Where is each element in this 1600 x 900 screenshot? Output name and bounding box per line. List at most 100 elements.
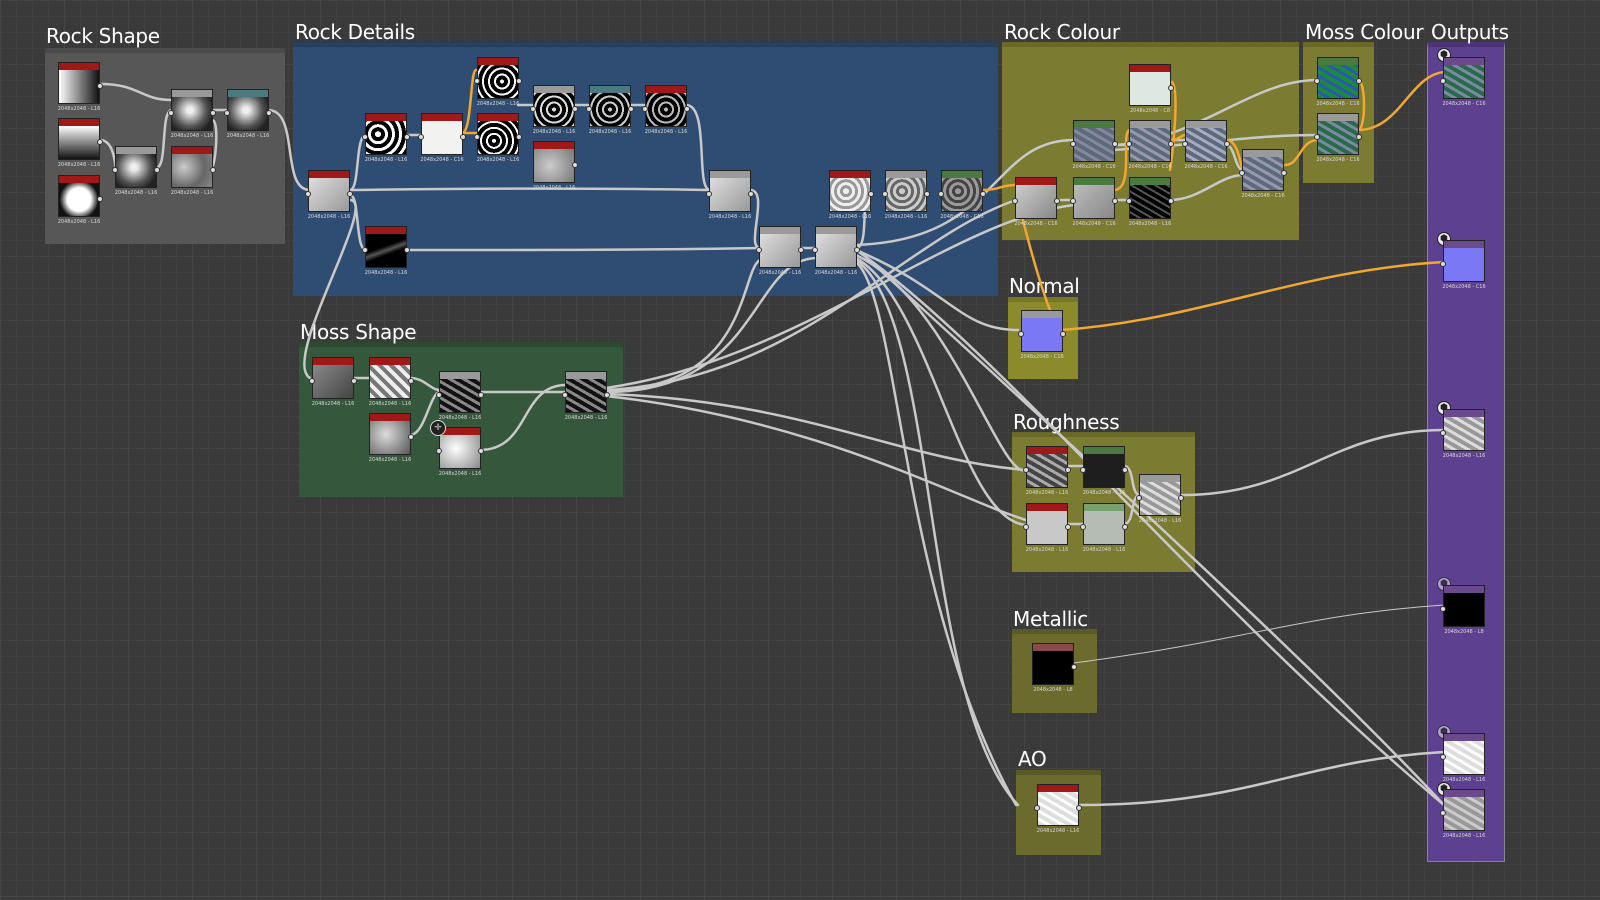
- node-caption: 2048x2048 - L16: [1442, 833, 1486, 839]
- node-r1[interactable]: 2048x2048 - L16: [1023, 446, 1071, 496]
- node-caption: 2048x2048 - L16: [226, 133, 270, 139]
- node-rs4[interactable]: 2048x2048 - L16: [112, 146, 160, 196]
- node-rd5[interactable]: 2048x2048 - L16: [474, 57, 522, 107]
- pin-tool-icon[interactable]: ✛: [430, 420, 446, 436]
- node-ms4[interactable]: 2048x2048 - L16: [436, 371, 484, 421]
- node-rs5[interactable]: 2048x2048 - L16: [168, 89, 216, 139]
- node-caption: 2048x2048 - L8: [1033, 687, 1073, 693]
- node-caption: 2048x2048 - L16: [588, 129, 632, 135]
- node-rc3[interactable]: 2048x2048 - C16: [1126, 120, 1174, 170]
- node-o1[interactable]: 2048x2048 - C16: [1440, 57, 1486, 107]
- node-rd6[interactable]: 2048x2048 - L16: [474, 113, 522, 163]
- node-caption: 2048x2048 - L16: [708, 214, 752, 220]
- node-rd2[interactable]: 2048x2048 - L16: [362, 113, 410, 163]
- node-caption: 2048x2048 - C16: [940, 214, 984, 220]
- node-rc8[interactable]: 2048x2048 - L16: [1126, 177, 1174, 227]
- node-caption: 2048x2048 - C8: [1129, 108, 1171, 114]
- node-rc1[interactable]: 2048x2048 - C8: [1129, 64, 1174, 114]
- node-rs6[interactable]: 2048x2048 - L16: [171, 146, 216, 196]
- node-rd11[interactable]: 2048x2048 - L16: [706, 170, 754, 220]
- node-rd12[interactable]: 2048x2048 - L16: [756, 226, 804, 276]
- node-o5[interactable]: 2048x2048 - L16: [1440, 733, 1485, 783]
- node-caption: 2048x2048 - L16: [476, 101, 520, 107]
- node-caption: 2048x2048 - L16: [1128, 221, 1172, 227]
- node-r3[interactable]: 2048x2048 - L16: [1023, 503, 1071, 553]
- node-caption: 2048x2048 - L8: [1444, 629, 1484, 635]
- node-caption: 2048x2048 - L16: [1442, 453, 1486, 459]
- node-caption: 2048x2048 - C16: [1184, 164, 1228, 170]
- node-caption: 2048x2048 - C16: [1442, 101, 1486, 107]
- node-caption: 2048x2048 - L16: [170, 133, 214, 139]
- node-caption: 2048x2048 - L16: [438, 415, 482, 421]
- node-caption: 2048x2048 - C16: [1442, 284, 1486, 290]
- node-rs7[interactable]: 2048x2048 - L16: [224, 89, 272, 139]
- node-rd15[interactable]: 2048x2048 - L16: [882, 170, 930, 220]
- node-mc2[interactable]: 2048x2048 - C16: [1314, 113, 1362, 163]
- node-o3[interactable]: 2048x2048 - L16: [1440, 409, 1485, 459]
- node-rd3[interactable]: 2048x2048 - C16: [418, 113, 466, 163]
- node-rd17[interactable]: 2048x2048 - C16: [938, 170, 986, 220]
- node-caption: 2048x2048 - L16: [1025, 547, 1069, 553]
- node-caption: 2048x2048 - L16: [57, 219, 101, 225]
- node-caption: 2048x2048 - L16: [307, 214, 351, 220]
- node-r2[interactable]: 2048x2048 - L16: [1080, 446, 1128, 496]
- frame-title-rock-details: Rock Details: [295, 20, 415, 44]
- node-caption: 2048x2048 - L16: [57, 106, 101, 112]
- frame-title-metallic: Metallic: [1013, 607, 1088, 631]
- node-o6[interactable]: 2048x2048 - L16: [1440, 789, 1485, 839]
- frame-title-outputs: Outputs: [1431, 20, 1509, 44]
- node-rs3[interactable]: 2048x2048 - L16: [58, 175, 103, 225]
- frame-title-rock-colour: Rock Colour: [1004, 20, 1120, 44]
- node-ms3[interactable]: 2048x2048 - L16: [369, 413, 414, 463]
- node-rd7[interactable]: 2048x2048 - L16: [530, 85, 578, 135]
- node-caption: 2048x2048 - L16: [1138, 518, 1182, 524]
- node-r4[interactable]: 2048x2048 - L16: [1080, 503, 1128, 553]
- node-caption: 2048x2048 - L16: [532, 185, 576, 191]
- node-caption: 2048x2048 - L16: [438, 471, 482, 477]
- node-caption: 2048x2048 - L16: [884, 214, 928, 220]
- frame-title-normal: Normal: [1009, 274, 1080, 298]
- frame-title-ao: AO: [1018, 747, 1047, 771]
- node-caption: 2048x2048 - L16: [1036, 828, 1080, 834]
- node-rc6[interactable]: 2048x2048 - C16: [1012, 177, 1060, 227]
- node-caption: 2048x2048 - C16: [1072, 221, 1116, 227]
- node-caption: 2048x2048 - L16: [364, 157, 408, 163]
- node-ms2[interactable]: 2048x2048 - L16: [369, 357, 414, 407]
- node-o4[interactable]: 2048x2048 - L8: [1440, 585, 1485, 635]
- node-rd9[interactable]: 2048x2048 - L16: [586, 85, 634, 135]
- node-caption: 2048x2048 - C16: [1241, 193, 1285, 199]
- node-r5[interactable]: 2048x2048 - L16: [1136, 474, 1184, 524]
- node-caption: 2048x2048 - L16: [1442, 777, 1486, 783]
- node-rd14[interactable]: 2048x2048 - L16: [829, 170, 874, 220]
- node-caption: 2048x2048 - C16: [1128, 164, 1172, 170]
- node-caption: 2048x2048 - C16: [1316, 101, 1360, 107]
- node-rd10[interactable]: 2048x2048 - L16: [642, 85, 690, 135]
- node-caption: 2048x2048 - L16: [368, 457, 412, 463]
- node-rd4[interactable]: 2048x2048 - L16: [362, 226, 410, 276]
- node-a1[interactable]: 2048x2048 - L16: [1034, 784, 1082, 834]
- frame-title-rock-shape: Rock Shape: [46, 24, 160, 48]
- node-rc7[interactable]: 2048x2048 - C16: [1070, 177, 1118, 227]
- node-o2[interactable]: 2048x2048 - C16: [1440, 240, 1486, 290]
- node-rd8[interactable]: 2048x2048 - L16: [533, 141, 578, 191]
- node-ms1[interactable]: 2048x2048 - L16: [309, 357, 357, 407]
- node-rs1[interactable]: 2048x2048 - L16: [58, 62, 103, 112]
- node-m1[interactable]: 2048x2048 - L8: [1032, 643, 1077, 693]
- node-ms6[interactable]: 2048x2048 - L16: [562, 371, 610, 421]
- node-caption: 2048x2048 - L16: [564, 415, 608, 421]
- node-ms5[interactable]: 2048x2048 - L16: [436, 427, 484, 477]
- node-caption: 2048x2048 - C16: [1014, 221, 1058, 227]
- frame-title-roughness: Roughness: [1013, 410, 1120, 434]
- node-rc5[interactable]: 2048x2048 - C16: [1239, 149, 1287, 199]
- node-rd13[interactable]: 2048x2048 - L16: [812, 226, 860, 276]
- node-caption: 2048x2048 - L16: [311, 401, 355, 407]
- node-n1[interactable]: 2048x2048 - C16: [1018, 310, 1066, 360]
- node-mc1[interactable]: 2048x2048 - C16: [1314, 57, 1362, 107]
- node-rd1[interactable]: 2048x2048 - L16: [305, 170, 353, 220]
- node-rc4[interactable]: 2048x2048 - C16: [1182, 120, 1230, 170]
- node-caption: 2048x2048 - C16: [1316, 157, 1360, 163]
- node-rs2[interactable]: 2048x2048 - L16: [58, 118, 103, 168]
- node-rc2[interactable]: 2048x2048 - C16: [1070, 120, 1118, 170]
- node-caption: 2048x2048 - L16: [364, 270, 408, 276]
